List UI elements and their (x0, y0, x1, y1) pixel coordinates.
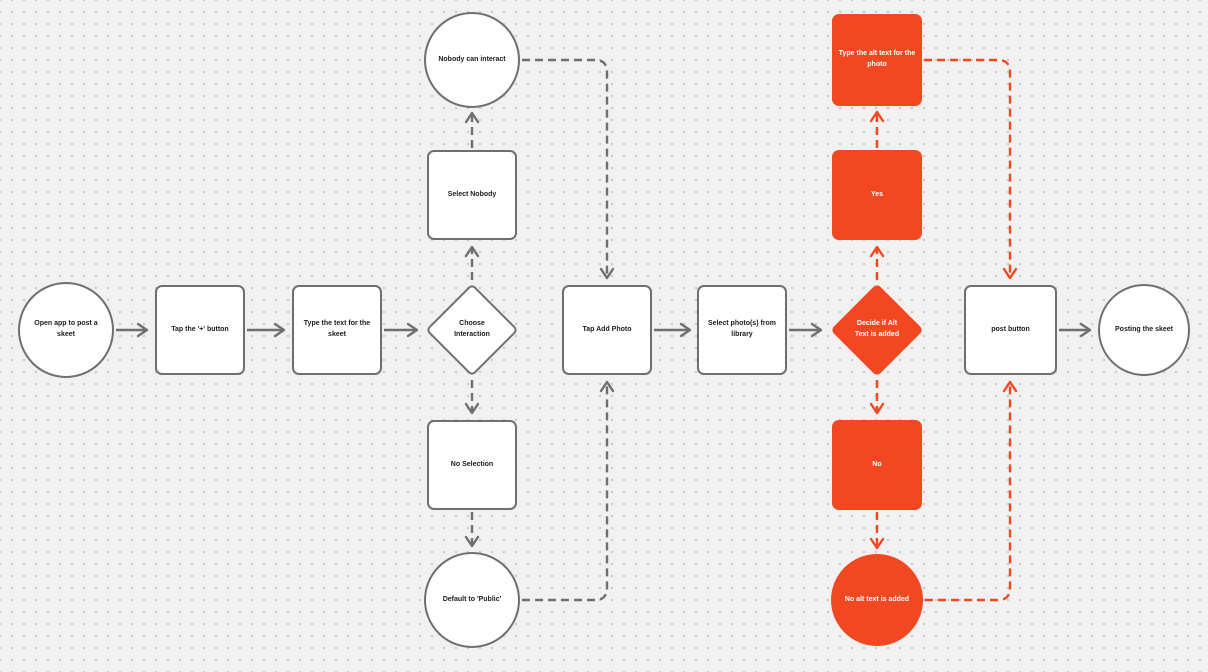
node-nobody-can-interact[interactable]: Nobody can interact (424, 12, 520, 108)
node-select-photos-label: Select photo(s) from library (707, 320, 777, 338)
diamond-shape (830, 283, 924, 377)
connector-nobody-can-interact-to-tap-add-photo[interactable] (522, 58, 615, 280)
node-posting-skeet[interactable]: Posting the skeet (1098, 284, 1190, 376)
connector-no-alt-text-to-post-button[interactable] (925, 380, 1018, 602)
node-choose-interaction[interactable]: Choose Interaction (424, 282, 520, 378)
node-select-nobody[interactable]: Select Nobody (427, 150, 517, 240)
node-posting-skeet-label: Posting the skeet (1115, 325, 1173, 333)
node-type-alt-text-label: Type the alt text for the photo (838, 50, 916, 68)
diamond-shape (425, 283, 519, 377)
connector-type-alt-text-to-post-button[interactable] (924, 58, 1018, 280)
node-no[interactable]: No (832, 420, 922, 510)
node-yes[interactable]: Yes (832, 150, 922, 240)
node-type-text-label: Type the text for the skeet (303, 320, 371, 338)
node-tap-plus[interactable]: Tap the '+' button (155, 285, 245, 375)
node-decide-alt[interactable]: Decide if Alt Text is added (829, 282, 925, 378)
node-yes-label: Yes (870, 190, 884, 198)
node-type-alt-text[interactable]: Type the alt text for the photo (832, 14, 922, 106)
node-open-app-label: Open app to post a skeet (34, 320, 98, 338)
node-tap-plus-label: Tap the '+' button (171, 325, 229, 333)
node-tap-add-photo[interactable]: Tap Add Photo (562, 285, 652, 375)
node-tap-add-photo-label: Tap Add Photo (582, 325, 632, 333)
node-default-public[interactable]: Default to 'Public' (424, 552, 520, 648)
node-open-app[interactable]: Open app to post a skeet (18, 282, 114, 378)
node-type-text[interactable]: Type the text for the skeet (292, 285, 382, 375)
node-no-selection-label: No Selection (450, 460, 494, 468)
node-no-alt-text[interactable]: No alt text is added (831, 554, 923, 646)
node-nobody-can-interact-label: Nobody can interact (438, 55, 506, 63)
node-post-button[interactable]: post button (964, 285, 1057, 375)
node-no-selection[interactable]: No Selection (427, 420, 517, 510)
node-default-public-label: Default to 'Public' (442, 595, 502, 603)
node-no-label: No (872, 460, 882, 468)
node-select-photos[interactable]: Select photo(s) from library (697, 285, 787, 375)
connector-default-public-to-tap-add-photo[interactable] (522, 380, 615, 602)
node-select-nobody-label: Select Nobody (447, 190, 497, 198)
node-post-button-label: post button (991, 325, 1030, 333)
node-no-alt-text-label: No alt text is added (844, 595, 910, 603)
